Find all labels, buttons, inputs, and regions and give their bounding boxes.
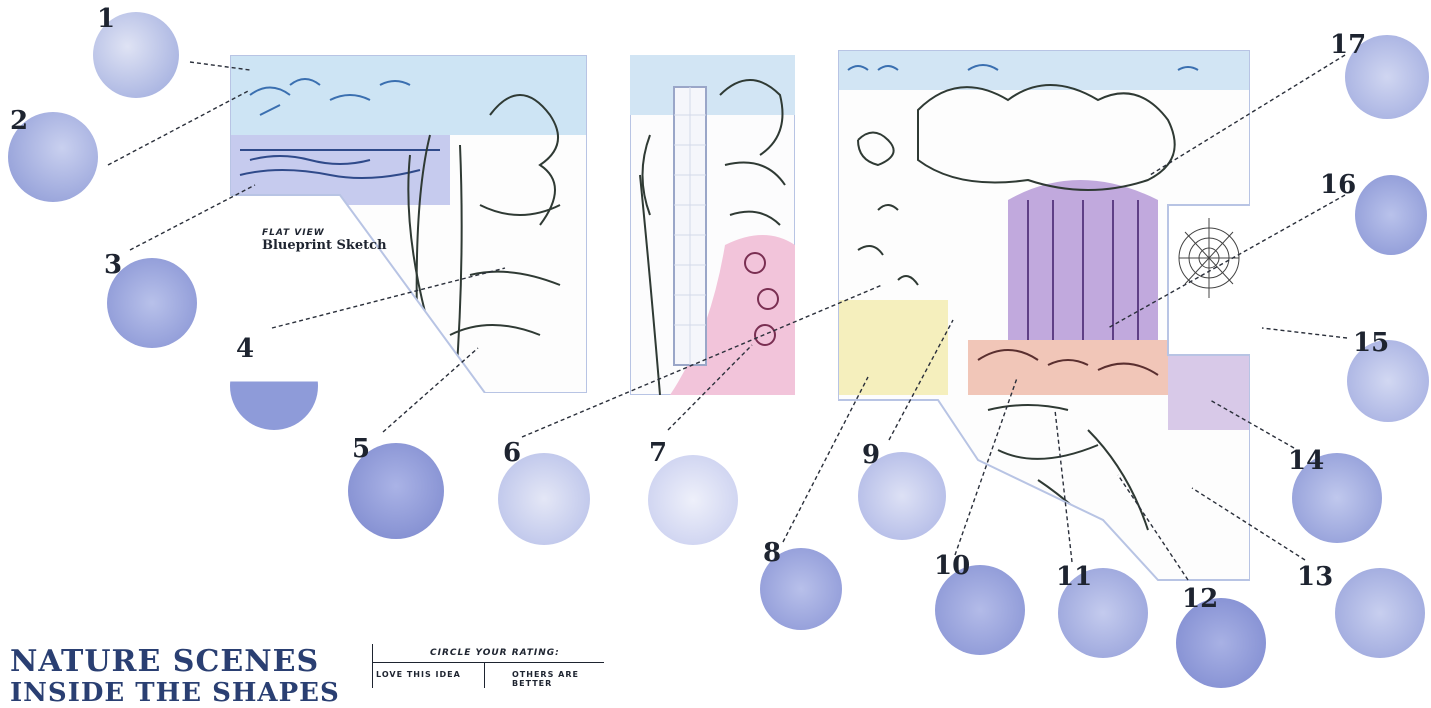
callout-12: 12 bbox=[1182, 586, 1218, 612]
callout-8: 8 bbox=[763, 540, 781, 566]
thumbnail-7 bbox=[648, 455, 738, 545]
rating-box: CIRCLE YOUR RATING: LOVE THIS IDEA OTHER… bbox=[372, 644, 604, 688]
callout-6: 6 bbox=[503, 440, 521, 466]
callout-9: 9 bbox=[862, 442, 880, 468]
callout-7: 7 bbox=[649, 440, 667, 466]
rating-rule bbox=[372, 662, 604, 663]
rating-left-border bbox=[372, 644, 373, 688]
thumbnail-13 bbox=[1335, 568, 1425, 658]
title-line-1: NATURE SCENES bbox=[10, 644, 319, 679]
callout-11: 11 bbox=[1056, 564, 1092, 590]
rating-divider bbox=[484, 662, 485, 688]
rating-others-option[interactable]: OTHERS ARE BETTER bbox=[512, 670, 604, 688]
callout-5: 5 bbox=[352, 436, 370, 462]
rating-heading: CIRCLE YOUR RATING: bbox=[430, 648, 560, 658]
callout-13: 13 bbox=[1297, 564, 1333, 590]
page-title: NATURE SCENES bbox=[10, 644, 319, 679]
callout-16: 16 bbox=[1320, 172, 1356, 198]
page-subtitle: INSIDE THE SHAPES bbox=[10, 678, 340, 708]
callout-4: 4 bbox=[236, 336, 254, 362]
callout-15: 15 bbox=[1353, 330, 1389, 356]
title-line-2: INSIDE THE SHAPES bbox=[10, 678, 340, 708]
callout-2: 2 bbox=[10, 108, 28, 134]
rating-love-option[interactable]: LOVE THIS IDEA bbox=[376, 670, 461, 679]
thumbnail-16 bbox=[1355, 175, 1427, 255]
callout-1: 1 bbox=[97, 6, 115, 32]
callout-3: 3 bbox=[104, 252, 122, 278]
callout-14: 14 bbox=[1288, 448, 1324, 474]
callout-17: 17 bbox=[1330, 32, 1366, 58]
callout-10: 10 bbox=[934, 553, 970, 579]
